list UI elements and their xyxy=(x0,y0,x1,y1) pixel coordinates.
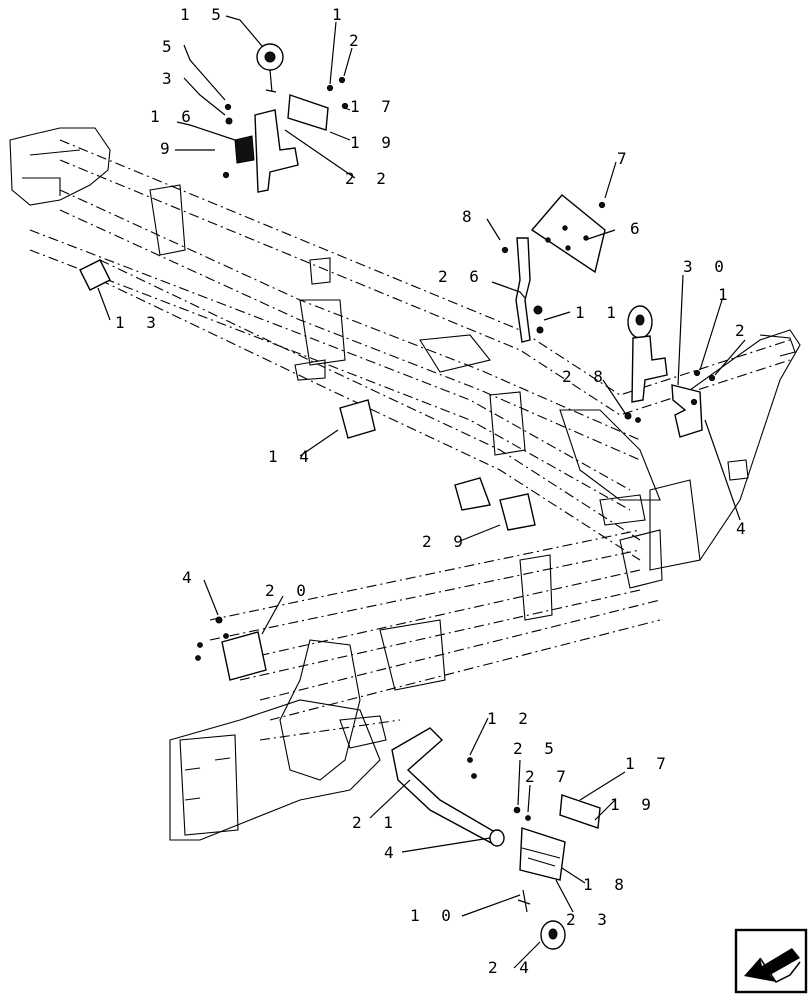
callout-19: 1 9 xyxy=(350,133,397,152)
callout-29: 2 9 xyxy=(422,532,469,551)
bracket-box-18 xyxy=(519,827,566,881)
callout-19b: 1 9 xyxy=(610,795,657,814)
callout-21: 2 1 xyxy=(352,813,399,832)
bracket-21 xyxy=(391,727,501,846)
leaders xyxy=(97,15,746,969)
mount-plate-6 xyxy=(530,194,606,274)
callout-16: 1 6 xyxy=(150,107,197,126)
upper-frame xyxy=(9,127,801,589)
callout-22: 2 2 xyxy=(345,169,392,188)
callout-13: 1 3 xyxy=(115,313,162,332)
callout-20: 2 0 xyxy=(265,581,312,600)
u-bolt-13 xyxy=(79,259,111,291)
previous-page-arrow-icon[interactable] xyxy=(734,928,808,994)
callout-25: 2 5 xyxy=(513,739,560,758)
mount-bracket-upper xyxy=(254,109,299,193)
callout-5: 5 xyxy=(162,37,178,56)
callout-labels: 1 5 1 2 5 3 1 7 1 6 9 1 9 2 2 7 8 6 2 6 … xyxy=(115,5,752,977)
callout-28: 2 8 xyxy=(562,367,609,386)
callout-17: 1 7 xyxy=(350,97,397,116)
callout-10: 1 0 xyxy=(410,906,457,925)
callout-4c: 4 xyxy=(384,843,400,862)
decal-upper xyxy=(287,94,329,131)
callout-8: 8 xyxy=(462,207,478,226)
callout-17b: 1 7 xyxy=(625,754,672,773)
callout-30: 3 0 xyxy=(683,257,730,276)
callout-27: 2 7 xyxy=(525,767,572,786)
callout-7: 7 xyxy=(617,149,633,168)
callout-2b: 2 xyxy=(735,321,751,340)
plate-20 xyxy=(221,631,267,681)
callout-4b: 4 xyxy=(182,568,198,587)
callout-2: 2 xyxy=(349,31,365,50)
u-bolt-29a xyxy=(454,477,491,511)
callout-24: 2 4 xyxy=(488,958,535,977)
callout-23: 2 3 xyxy=(566,910,613,929)
decal-lower xyxy=(559,794,601,829)
u-bolt-14 xyxy=(339,399,376,439)
callout-12: 1 2 xyxy=(487,709,534,728)
callout-1b: 1 xyxy=(718,285,734,304)
callout-18: 1 8 xyxy=(583,875,630,894)
parts xyxy=(79,43,716,950)
lower-frame xyxy=(169,529,661,841)
callout-1: 1 xyxy=(332,5,348,24)
callout-11: 1 1 xyxy=(575,303,622,322)
callout-9: 9 xyxy=(160,139,176,158)
callout-4a: 4 xyxy=(736,519,752,538)
u-bolt-29b xyxy=(499,493,536,531)
callout-3: 3 xyxy=(162,69,178,88)
bracket-26 xyxy=(515,237,531,343)
callout-14: 1 4 xyxy=(268,447,315,466)
plate-30 xyxy=(671,384,703,438)
callout-15: 1 5 xyxy=(180,5,227,24)
callout-26: 2 6 xyxy=(438,267,485,286)
callout-6: 6 xyxy=(630,219,646,238)
